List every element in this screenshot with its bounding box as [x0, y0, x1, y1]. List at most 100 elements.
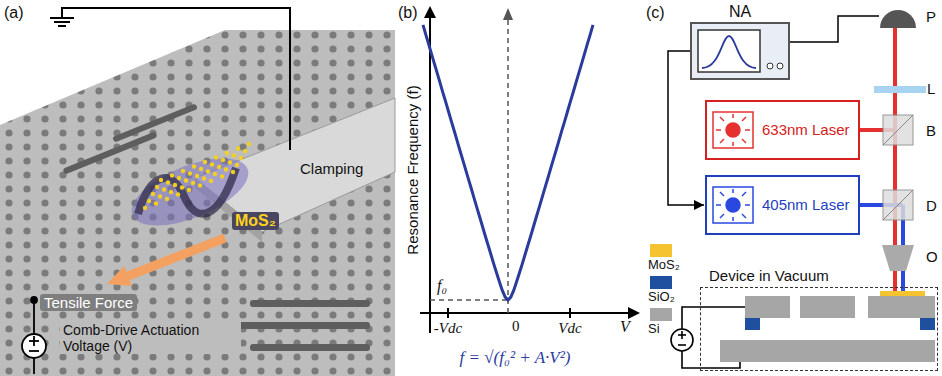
device-section — [720, 340, 935, 362]
atom-lattice — [198, 183, 202, 187]
voltage-source — [682, 307, 745, 329]
axis-label: V — [620, 318, 630, 336]
formula: f = √(f₀² + A·V²) — [460, 348, 571, 368]
atom-lattice — [173, 183, 177, 187]
legend-text: MoS₂ — [648, 258, 680, 273]
atom-lattice — [166, 180, 170, 184]
voltage-source — [671, 329, 693, 351]
voltage-source — [33, 336, 35, 346]
tick-label: Vdc — [558, 320, 581, 337]
atom-lattice — [232, 153, 236, 157]
component-label: P — [926, 8, 936, 25]
laser-icon — [713, 112, 753, 148]
laser-icon — [742, 192, 746, 196]
laser-icon — [713, 187, 753, 223]
laser-icon — [745, 129, 750, 131]
laser-icon — [745, 204, 750, 206]
box-label: NA — [692, 3, 788, 21]
ground-symbol — [54, 21, 70, 23]
laser-box: 633nm Laser — [705, 100, 860, 160]
axis-value: f₀ — [437, 277, 447, 295]
laser-icon — [742, 214, 746, 218]
wave-band — [138, 168, 236, 214]
signal-connector — [694, 200, 704, 210]
plot — [420, 6, 640, 333]
device-section — [880, 291, 925, 296]
laser-box: 405nm Laser — [705, 175, 860, 235]
laser-icon — [720, 117, 724, 121]
peak — [702, 36, 756, 68]
atom-lattice — [231, 170, 235, 174]
atom-lattice — [158, 194, 162, 198]
plot — [429, 16, 431, 333]
atom-lattice — [143, 142, 251, 210]
legend-swatch — [650, 244, 672, 257]
atom-lattice — [243, 149, 247, 153]
setup — [690, 22, 790, 80]
atom-lattice — [188, 171, 192, 175]
device-3d — [0, 30, 395, 376]
laser-icon — [732, 142, 734, 146]
plot — [507, 18, 509, 313]
atom-lattice — [143, 206, 147, 210]
voltage-label: Comb-Drive Actuation Voltage (V) — [60, 322, 241, 354]
instrument-box: NA — [690, 22, 790, 80]
atom-lattice — [202, 176, 206, 180]
box-label: 633nm Laser — [762, 121, 850, 138]
device-section — [745, 296, 790, 318]
laser-icon — [716, 129, 721, 131]
atom-lattice — [203, 160, 207, 164]
atom-lattice — [210, 162, 214, 166]
atom-lattice — [195, 174, 199, 178]
plot — [424, 6, 436, 18]
voltage-source — [681, 331, 683, 339]
legend-text: Si — [648, 322, 660, 337]
box-label: Device in Vacuum — [709, 267, 829, 284]
screen — [698, 30, 760, 72]
component-label: D — [926, 197, 937, 214]
component-label: B — [926, 122, 936, 139]
atom-lattice — [162, 187, 166, 191]
ground-symbol — [50, 8, 290, 150]
atom-lattice — [235, 163, 239, 167]
voltage-source — [29, 350, 39, 352]
atom-lattice — [177, 176, 181, 180]
plot — [447, 308, 449, 318]
device-3d — [0, 8, 395, 376]
atom-lattice — [154, 201, 158, 205]
voltage-source — [33, 300, 35, 334]
voltage-source — [678, 344, 686, 346]
beam-splitter — [883, 115, 913, 145]
signal-connector — [668, 51, 704, 210]
atom-lattice — [147, 199, 151, 203]
atom-lattice — [159, 178, 163, 182]
atom-lattice — [220, 174, 224, 178]
atom-lattice — [181, 169, 185, 173]
atom-lattice — [169, 190, 173, 194]
laser-icon — [726, 123, 740, 137]
laser-icon — [720, 214, 724, 218]
laser-icon — [732, 189, 734, 193]
signal-wire — [790, 16, 879, 42]
vacuum-chamber: Device in Vacuum — [700, 287, 938, 371]
atom-lattice — [209, 179, 213, 183]
lens — [874, 86, 926, 93]
device-section — [800, 296, 855, 318]
legend-text: SiO₂ — [648, 290, 675, 305]
device-section — [920, 318, 935, 330]
atom-lattice — [187, 188, 191, 192]
laser-icon — [742, 117, 746, 121]
tick-label: -Vdc — [434, 320, 462, 337]
signal-connector — [668, 51, 704, 205]
comb-slot — [63, 131, 158, 174]
material-label: MoS₂ — [232, 212, 279, 230]
voltage-source — [33, 358, 35, 374]
legend-swatch — [650, 276, 672, 289]
laser-icon — [720, 192, 724, 196]
force-arrow — [107, 266, 132, 286]
voltage-source — [671, 307, 745, 368]
component-label: L — [927, 80, 935, 97]
dichroic-mirror — [883, 190, 913, 220]
atom-lattice — [225, 151, 229, 155]
